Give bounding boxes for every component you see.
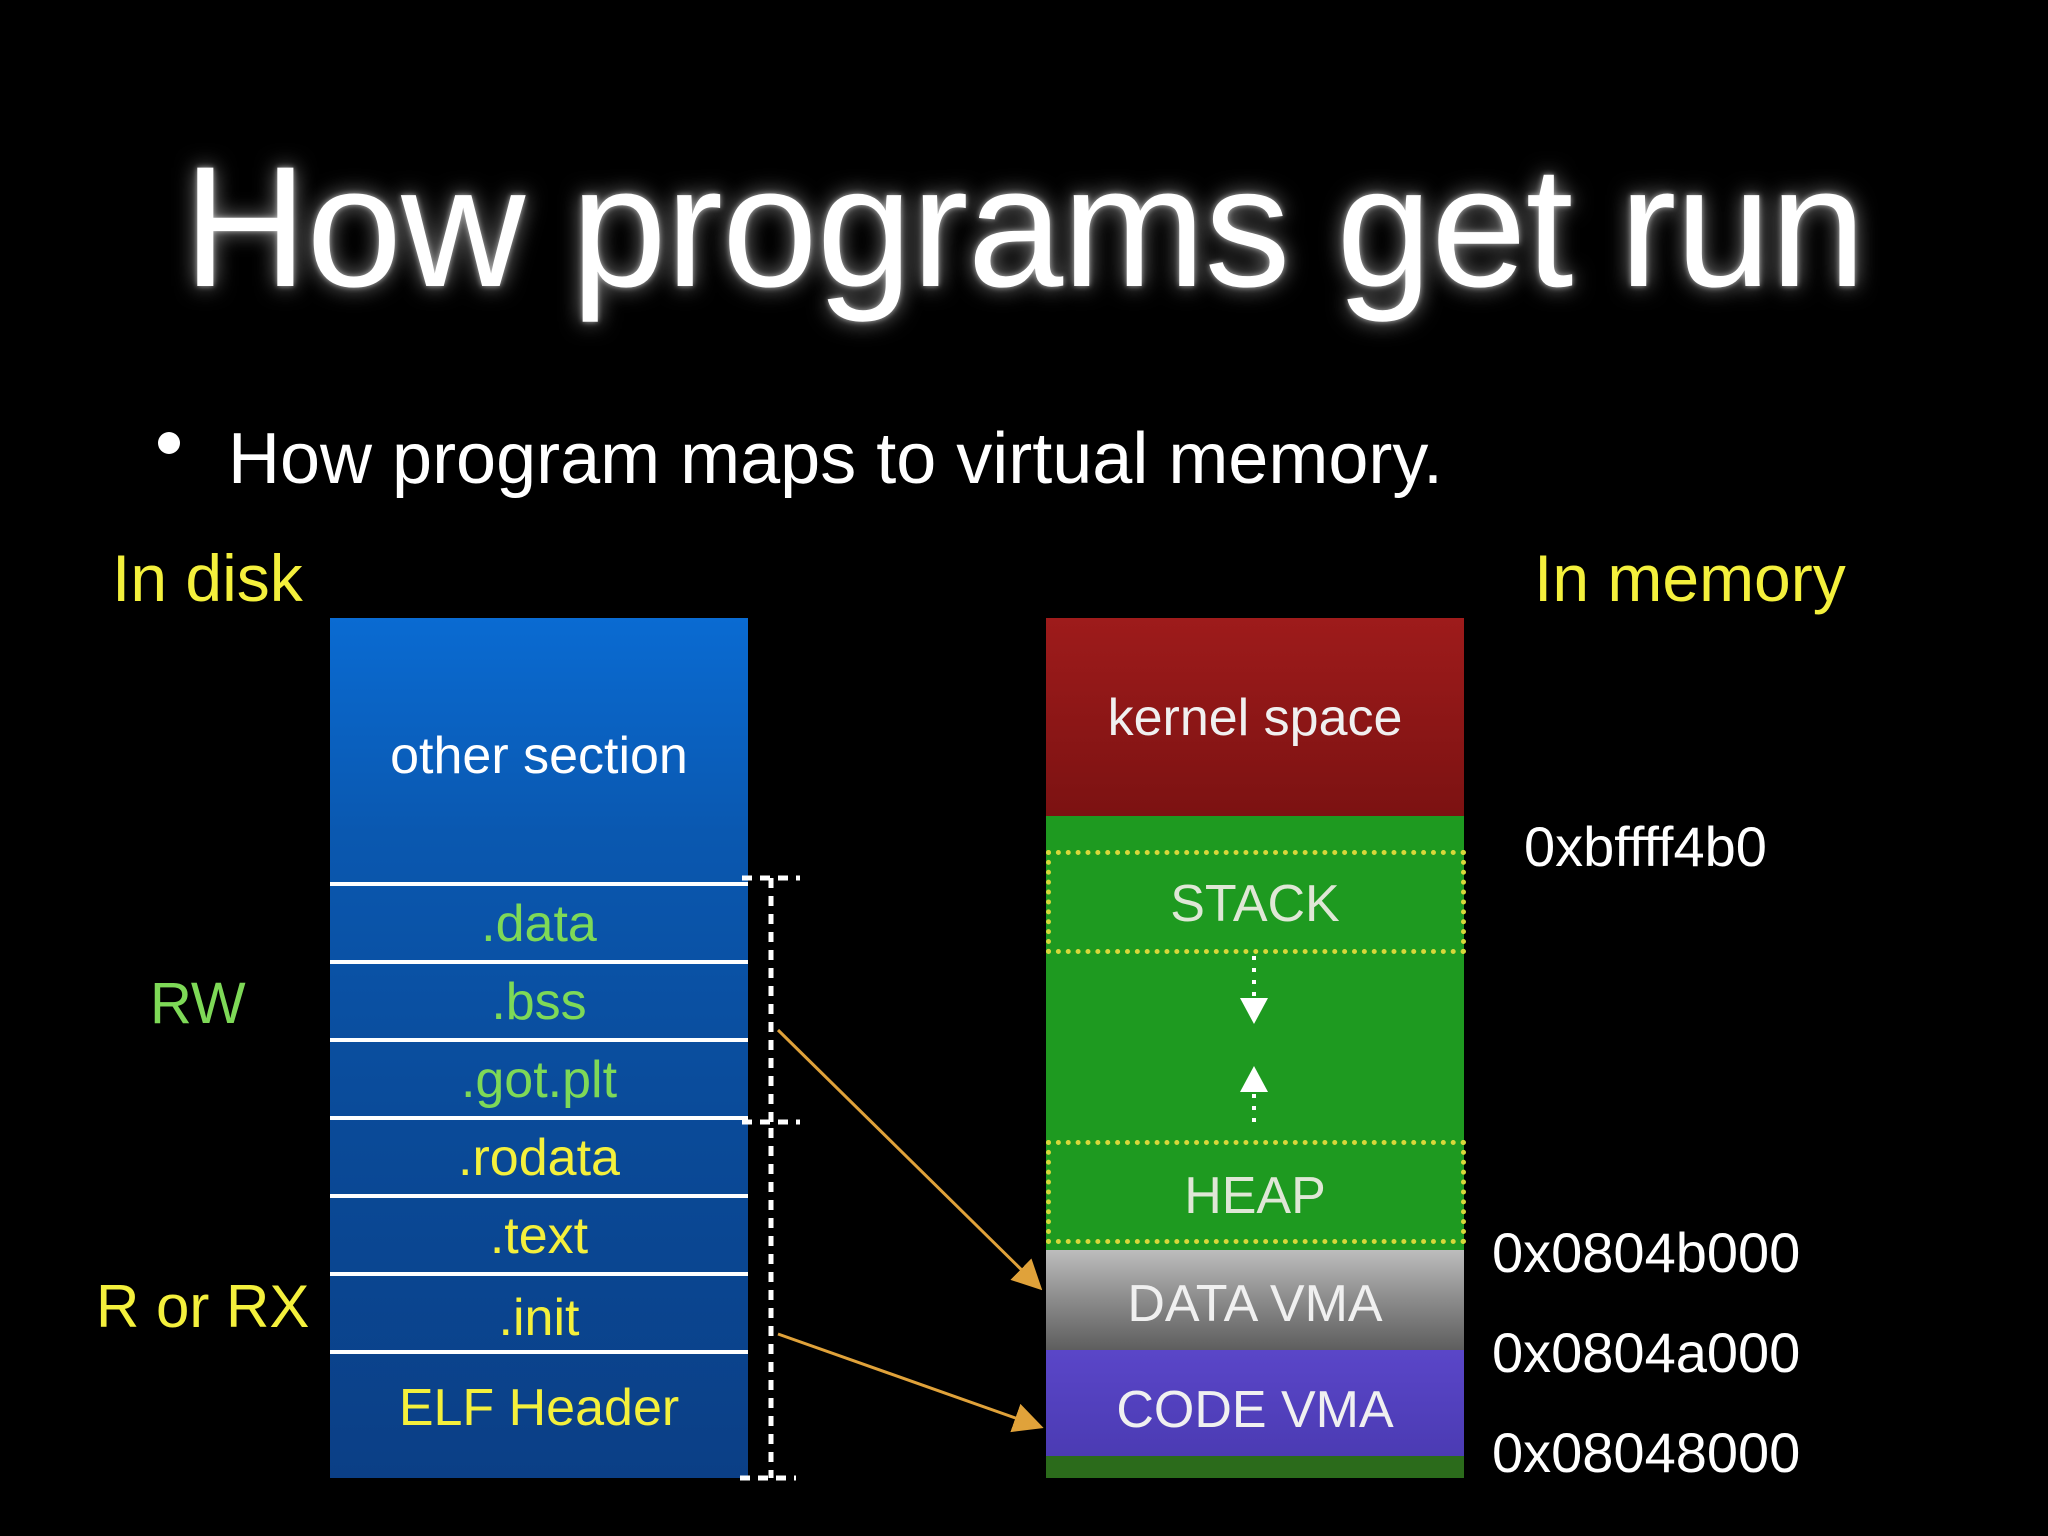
heap-label: HEAP	[1184, 1167, 1326, 1225]
code-vma-region	[1046, 1350, 1464, 1456]
address-data-start: 0x0804b000	[1492, 1221, 1801, 1284]
disk-divider	[330, 1194, 748, 1198]
stack-box	[1046, 850, 1466, 954]
disk-divider	[330, 1116, 748, 1120]
disk-divider	[330, 1350, 748, 1354]
rrx-bracket	[740, 1128, 796, 1481]
code-vma-label: CODE VMA	[1116, 1381, 1394, 1439]
bottom-strip	[1046, 1456, 1464, 1478]
address-stack-top: 0xbffff4b0	[1524, 815, 1767, 878]
gotplt-section-cell: .got.plt	[460, 1051, 618, 1109]
elf-header-cell: ELF Header	[398, 1379, 680, 1437]
r-or-rx-label: R or RX	[96, 1273, 310, 1340]
rw-bracket	[742, 875, 800, 1125]
memory-layout: kernel space STACK HEAP DATA VMA CODE VM…	[1046, 618, 1466, 1478]
bss-section-cell: .bss	[491, 973, 587, 1031]
stack-heap-region	[1046, 816, 1464, 1250]
data-vma-label: DATA VMA	[1127, 1275, 1383, 1333]
kernel-space-label: kernel space	[1107, 689, 1403, 747]
data-section-cell: .data	[481, 895, 597, 953]
bullet-text: How program maps to virtual memory.	[228, 419, 1443, 499]
kernel-space-region	[1046, 618, 1464, 816]
disk-divider	[330, 1038, 748, 1042]
rx-to-code-vma-arrow	[777, 1332, 1044, 1433]
rw-label: RW	[150, 971, 246, 1036]
address-data-vma: 0x0804a000	[1492, 1321, 1801, 1384]
rodata-section-cell: .rodata	[458, 1129, 620, 1187]
address-code-vma: 0x08048000	[1492, 1421, 1801, 1484]
init-section-cell: .init	[498, 1289, 580, 1347]
data-vma-region	[1046, 1250, 1464, 1350]
heap-box	[1046, 1140, 1466, 1244]
disk-divider	[330, 960, 748, 964]
rw-to-data-vma-arrow	[776, 1028, 1043, 1291]
slide-title: How programs get run	[183, 131, 1866, 323]
in-memory-label: In memory	[1534, 541, 1846, 615]
in-disk-label: In disk	[112, 541, 303, 615]
disk-divider	[330, 1272, 748, 1276]
disk-divider	[330, 882, 748, 886]
text-section-cell: .text	[489, 1207, 589, 1265]
other-section-cell: other section	[390, 727, 688, 785]
stack-label: STACK	[1170, 875, 1340, 933]
disk-layout: other section .data .bss .got.plt .rodat…	[330, 618, 748, 1478]
bullet-icon	[158, 432, 180, 454]
